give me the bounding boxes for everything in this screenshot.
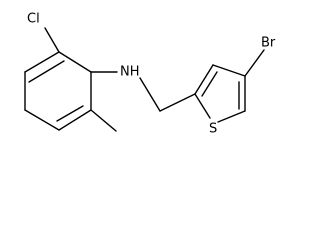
bond (58, 51, 92, 73)
bond (159, 93, 196, 112)
bond (194, 64, 214, 95)
bond (28, 60, 65, 83)
bond (244, 49, 265, 77)
bond (24, 109, 60, 131)
bond (24, 51, 60, 73)
bond (56, 105, 84, 122)
bond (139, 77, 161, 112)
bond (217, 110, 246, 123)
bond (90, 109, 117, 132)
bond (201, 71, 218, 97)
bromine-label: Br (261, 36, 276, 51)
benzene-ring (24, 51, 92, 131)
bond (194, 93, 211, 119)
chemical-structure: Cl NH S Br (24, 12, 276, 137)
bond (44, 27, 60, 53)
thiophene-ring (194, 64, 246, 123)
bond (58, 109, 92, 131)
sulfur-label: S (209, 122, 217, 137)
bond (212, 64, 246, 77)
chlorine-label: Cl (27, 12, 40, 27)
amine-label: NH (120, 65, 140, 80)
